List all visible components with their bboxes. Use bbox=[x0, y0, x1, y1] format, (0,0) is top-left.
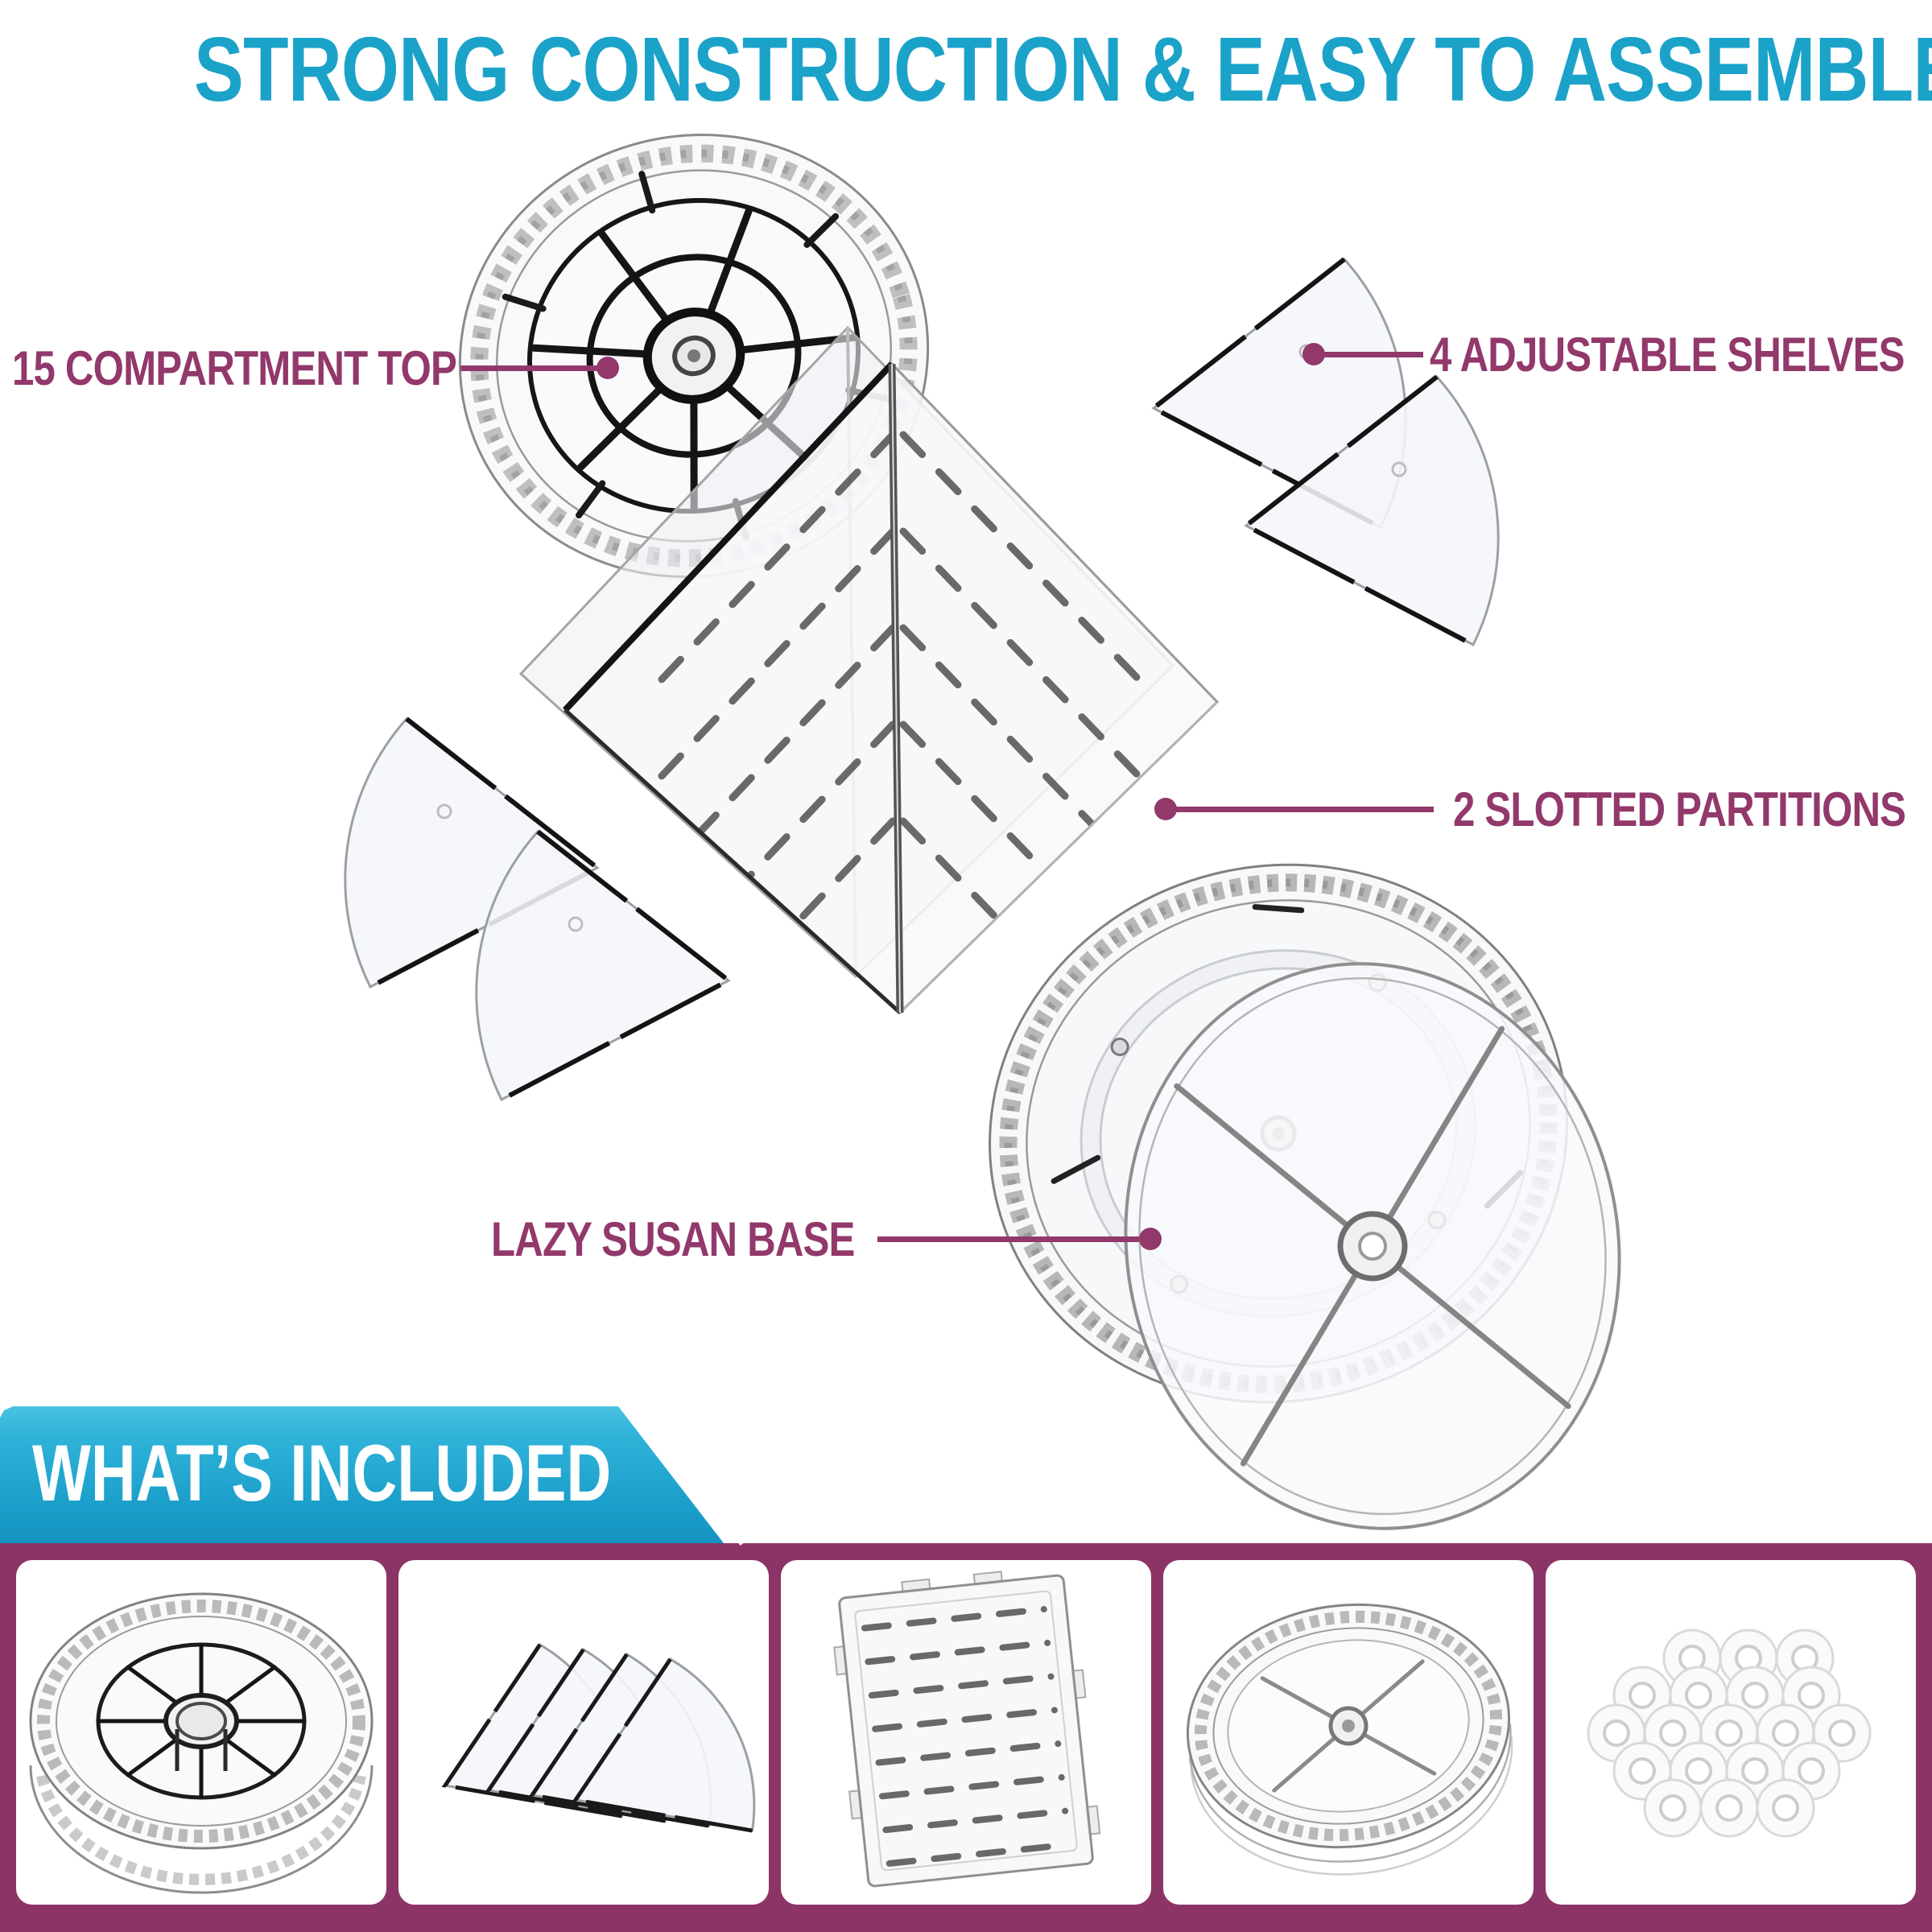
callout-compartment-top: 15 COMPARTMENT TOP bbox=[12, 344, 554, 394]
included-card-washers bbox=[1546, 1560, 1916, 1905]
included-card-lazy-susan-base bbox=[1163, 1560, 1534, 1905]
lazy-susan-base-photo bbox=[1186, 1603, 1513, 1876]
lazy-susan-base-drawing bbox=[989, 863, 1621, 1530]
callout-lazy-susan-base-dot bbox=[1139, 1228, 1162, 1250]
callout-compartment-top-label: 15 COMPARTMENT TOP bbox=[12, 341, 457, 395]
callout-adjustable-shelves-line bbox=[1324, 352, 1423, 357]
callout-adjustable-shelves-label: 4 ADJUSTABLE SHELVES bbox=[1430, 328, 1905, 382]
callout-slotted-partitions-label: 2 SLOTTED PARTITIONS bbox=[1453, 782, 1906, 836]
callout-slotted-partitions-dot bbox=[1154, 798, 1177, 820]
included-card-adjustable-shelves bbox=[398, 1560, 769, 1905]
included-card-compartment-top bbox=[16, 1560, 386, 1905]
slotted-partitions-drawing bbox=[518, 325, 1220, 1015]
callout-slotted-partitions: 2 SLOTTED PARTITIONS bbox=[1453, 785, 1932, 835]
callout-compartment-top-dot bbox=[597, 357, 619, 379]
washers-photo bbox=[1587, 1629, 1872, 1838]
whats-included-banner-label: WHAT’S INCLUDED bbox=[32, 1428, 612, 1517]
callout-lazy-susan-base-line bbox=[877, 1236, 1139, 1242]
callout-compartment-top-line bbox=[460, 365, 597, 371]
whats-included-banner: WHAT’S INCLUDED bbox=[0, 1406, 724, 1543]
adjustable-shelves-photo bbox=[398, 1560, 769, 1905]
page-title: STRONG CONSTRUCTION & EASY TO ASSEMBLE bbox=[194, 19, 1932, 120]
included-card-slotted-partition bbox=[781, 1560, 1151, 1905]
included-parts-band bbox=[0, 1543, 1932, 1932]
callout-adjustable-shelves: 4 ADJUSTABLE SHELVES bbox=[1430, 330, 1932, 380]
compartment-top-photo bbox=[29, 1592, 374, 1894]
callout-slotted-partitions-line bbox=[1176, 807, 1434, 812]
callout-adjustable-shelves-dot bbox=[1302, 343, 1325, 365]
slotted-partition-photo bbox=[833, 1571, 1101, 1888]
callout-lazy-susan-base: LAZY SUSAN BASE bbox=[491, 1215, 935, 1265]
callout-lazy-susan-base-label: LAZY SUSAN BASE bbox=[491, 1212, 855, 1266]
